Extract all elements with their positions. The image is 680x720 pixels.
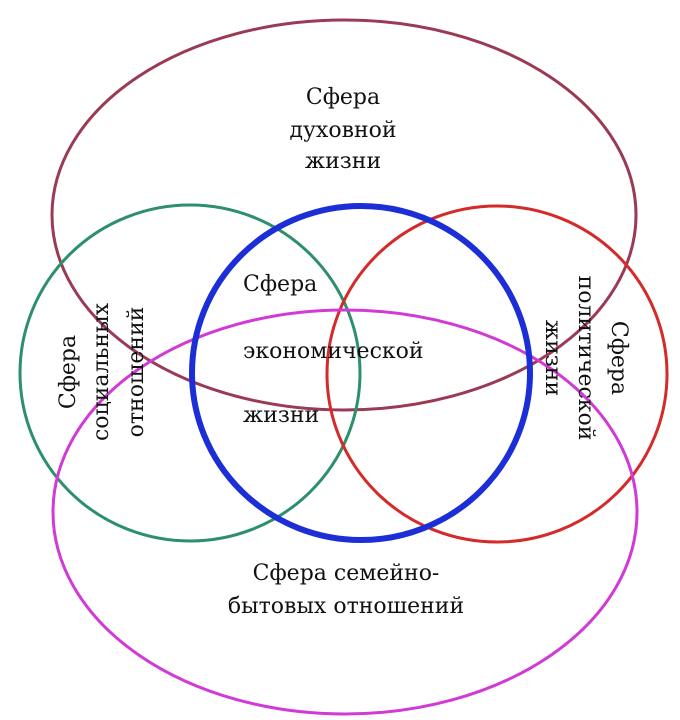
label-spiritual-line1: Сфера — [306, 85, 380, 110]
label-economic-line3: жизни — [243, 403, 319, 428]
sphere-political-circle — [325, 204, 669, 544]
sphere-spiritual-ellipse — [50, 18, 638, 412]
label-social: Сфера социальных отношений — [56, 302, 149, 441]
label-political-line2: политической — [573, 276, 598, 441]
label-social-line1: Сфера — [56, 335, 81, 409]
label-economic-line2: экономической — [243, 339, 424, 364]
label-spiritual: Сфера духовной жизни — [289, 85, 396, 174]
sphere-social-circle — [18, 203, 362, 543]
label-family-line2: бытовых отношений — [228, 594, 464, 619]
label-spiritual-line3: жизни — [305, 149, 381, 174]
label-social-line2: социальных — [89, 302, 114, 441]
label-political: Сфера политической жизни — [540, 276, 631, 441]
label-economic: Сфера экономической жизни — [243, 272, 424, 428]
label-political-line1: Сфера — [606, 321, 631, 395]
label-economic-line1: Сфера — [243, 272, 317, 297]
label-political-line3: жизни — [540, 320, 565, 396]
label-spiritual-line2: духовной — [289, 118, 396, 143]
label-social-line3: отношений — [124, 307, 149, 438]
sphere-family-ellipse — [51, 308, 639, 716]
label-family-line1: Сфера семейно- — [253, 561, 440, 586]
sphere-economic-circle — [189, 203, 533, 543]
label-family: Сфера семейно- бытовых отношений — [228, 561, 464, 619]
